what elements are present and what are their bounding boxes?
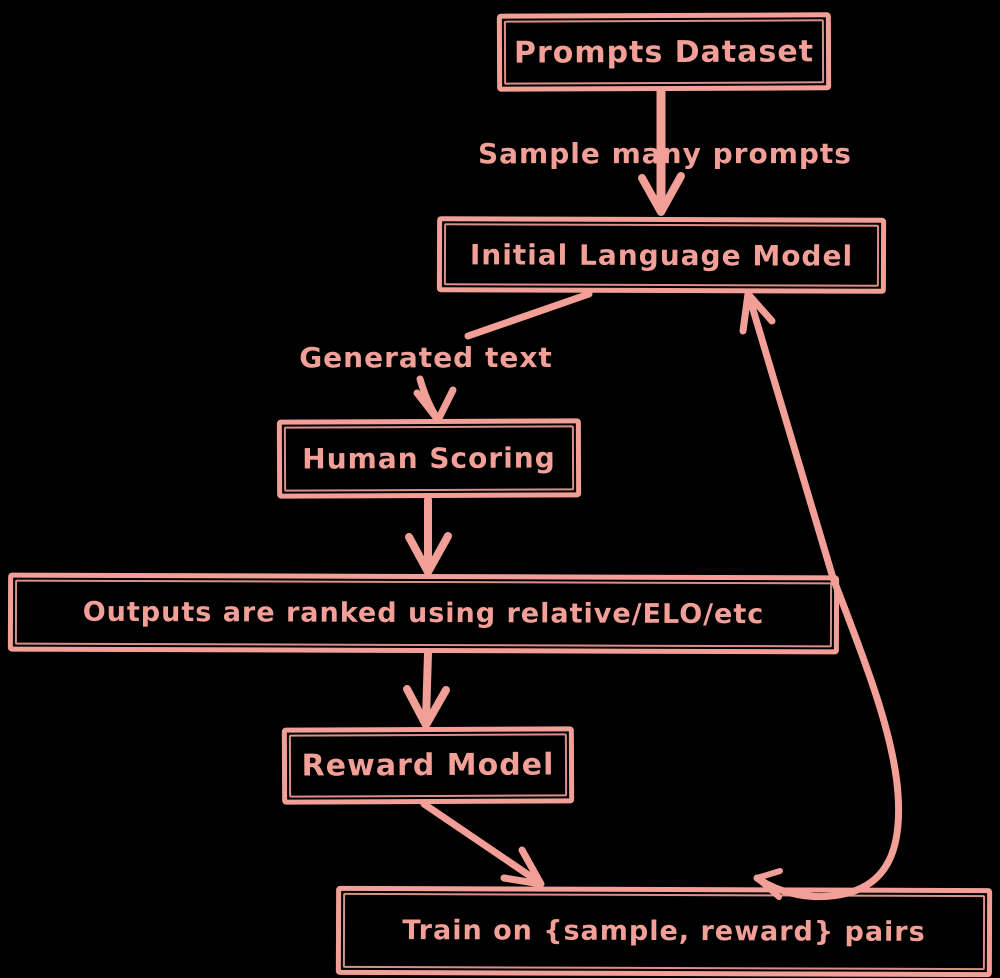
node-train-pairs: Train on {sample, reward} pairs: [335, 885, 993, 978]
arrow-train-to-model-curve: [745, 292, 903, 901]
arrow-prompts-to-model-head: [638, 172, 685, 216]
arrow-ranked-to-reward-head: [403, 685, 450, 729]
node-label-prompts-dataset: Prompts Dataset: [513, 33, 815, 71]
node-reward-model: Reward Model: [281, 726, 575, 805]
edge-label-sample-many-prompts: Sample many prompts: [478, 137, 852, 170]
node-label-reward-model: Reward Model: [301, 747, 555, 784]
node-human-scoring: Human Scoring: [276, 418, 582, 499]
line-model-to-generated-text: [464, 290, 593, 340]
arrow-ranked-to-reward-line: [422, 649, 432, 723]
edge-label-generated-text: Generated text: [299, 341, 553, 374]
arrow-reward-to-train-head: [500, 846, 545, 888]
arrow-generated-to-scoring-head: [413, 386, 457, 424]
node-label-train-pairs: Train on {sample, reward} pairs: [402, 915, 926, 948]
arrow-train-to-model-head: [739, 290, 776, 335]
node-initial-language-model: Initial Language Model: [436, 216, 887, 294]
node-outputs-ranked: Outputs are ranked using relative/ELO/et…: [7, 572, 840, 655]
node-label-initial-language-model: Initial Language Model: [469, 237, 854, 273]
arrow-scoring-to-ranked-head: [405, 532, 452, 576]
arrow-reward-to-train-line: [420, 800, 537, 882]
node-label-human-scoring: Human Scoring: [302, 441, 556, 476]
node-label-outputs-ranked: Outputs are ranked using relative/ELO/et…: [82, 596, 765, 631]
node-prompts-dataset: Prompts Dataset: [496, 12, 832, 92]
